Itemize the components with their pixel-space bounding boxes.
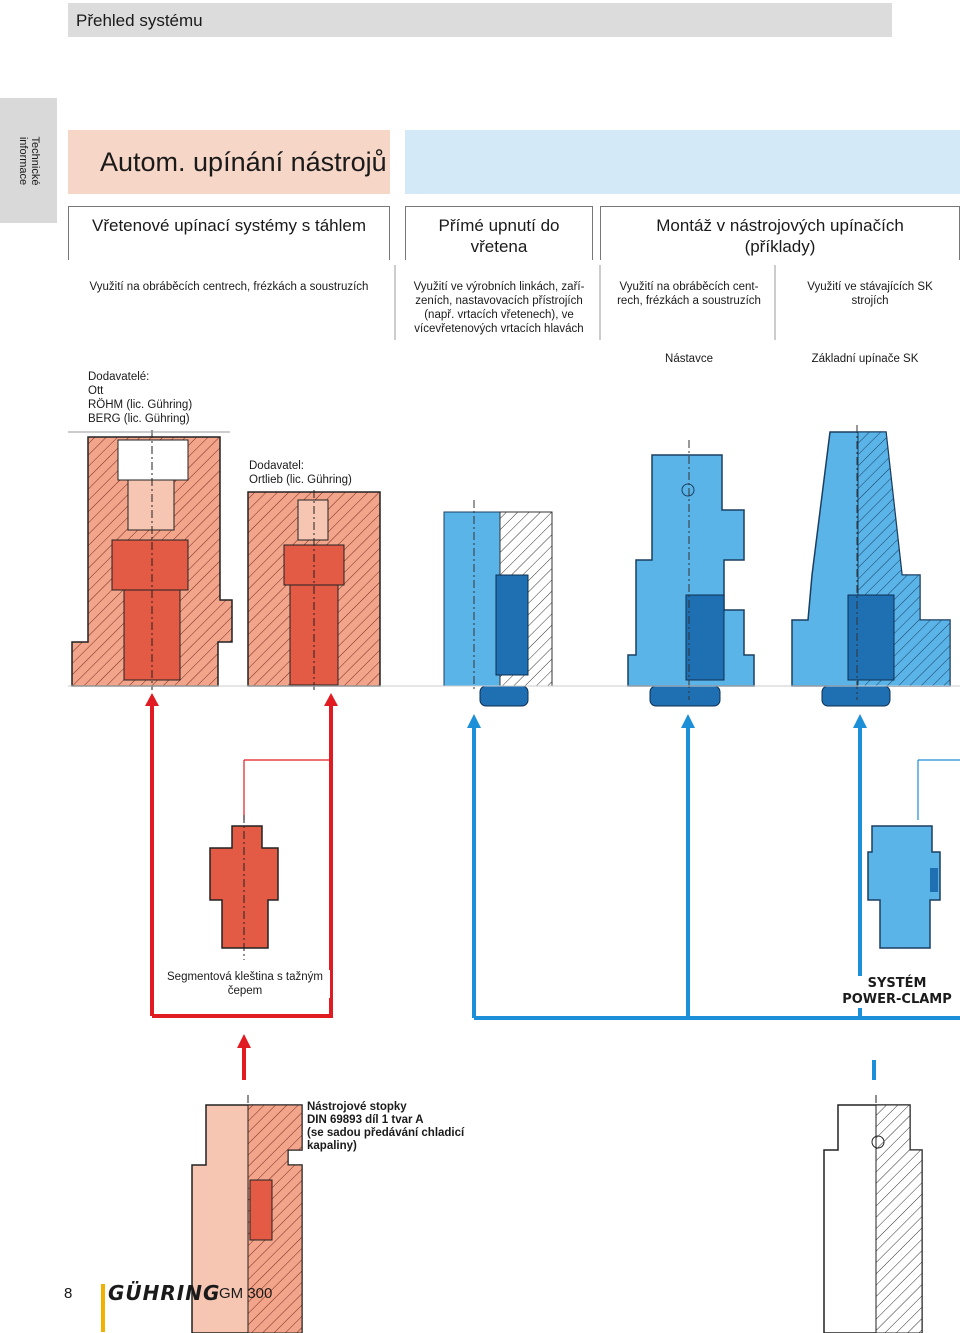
page-header-bar: Přehled systému [68, 3, 892, 37]
caption-spindle-text: Vřetenové upínací systémy s táhlem [91, 216, 367, 235]
use-spindle: Využití na obráběcích centrech, frézkách… [68, 280, 390, 294]
use-direct-line3: (např. vrtacích vřetenech), ve [424, 309, 574, 321]
segment-collet-drawing [209, 815, 279, 960]
footer-accent-bar [101, 1284, 105, 1332]
shank-label-line4: kapaliny) [307, 1140, 357, 1152]
caption-direct-line2: vřetena [470, 237, 528, 256]
use-mount-b-line2: strojích [851, 295, 889, 307]
collet-label-line1: Segmentová kleština s tažným [167, 971, 323, 983]
caption-spindle: Vřetenové upínací systémy s táhlem [68, 206, 390, 260]
red-connector-lines [150, 706, 333, 1080]
collet-label-line2: čepem [227, 985, 263, 997]
use-direct-line4: vícevřetenových vrtacích hlavách [414, 323, 584, 335]
caption-mount-line1: Montáž v nástrojových upínačích [656, 216, 904, 235]
caption-direct-line1: Přímé upnutí do [438, 216, 560, 235]
shank-label-line2: DIN 69893 díl 1 tvar A [307, 1114, 424, 1126]
catalog-code: GM 300 [219, 1285, 273, 1302]
page-number: 8 [64, 1285, 73, 1302]
use-spindle-text: Využití na obráběcích centrech, frézkách… [89, 281, 369, 293]
spindle-drawing-1 [71, 430, 233, 690]
side-tab-line1: Technické [28, 136, 41, 185]
suppliers-line1: Dodavatelé: [88, 371, 150, 383]
section-title: Autom. upínání nástrojů [100, 147, 387, 177]
supplier-line1: Dodavatel: [249, 460, 304, 472]
use-mount-a-line2: rech, frézkách a soustruzích [617, 295, 761, 307]
power-clamp-line1: SYSTÉM [867, 976, 927, 991]
section-title-block: Autom. upínání nástrojů [68, 130, 390, 194]
side-tab-label: Technické informace [17, 136, 41, 185]
red-arrowheads [145, 693, 338, 1048]
caption-direct: Přímé upnutí do vřetena [405, 206, 593, 260]
tool-shank-right-drawing [823, 1095, 923, 1333]
page-header-title: Přehled systému [76, 11, 203, 30]
supplier-block: Dodavatel: Ortlieb (lic. Gühring) [249, 459, 352, 487]
use-direct-line2: zeních, nastavovacích přístrojích [415, 295, 583, 307]
power-clamp-label: SYSTÉM POWER-CLAMP [834, 976, 960, 1008]
blue-arrowheads [467, 714, 867, 728]
power-clamp-line2: POWER-CLAMP [842, 992, 952, 1007]
direct-spindle-drawing [443, 500, 553, 707]
caption-mount-line2: (příklady) [744, 237, 816, 256]
supplier-line2: Ortlieb (lic. Gühring) [249, 474, 352, 486]
section-color-block [405, 130, 960, 194]
column-separators [68, 265, 960, 687]
side-tab-line2: informace [16, 136, 29, 185]
suppliers-block: Dodavatelé: Ott RÖHM (lic. Gühring) BERG… [88, 370, 192, 426]
adapter-drawing [627, 440, 755, 707]
use-mount-b-line1: Využití ve stávajících SK [807, 281, 933, 293]
tool-shank-drawing [191, 1095, 303, 1333]
shank-label-line1: Nástrojové stopky [307, 1101, 407, 1113]
use-mount-a: Využití na obráběcích cent- rech, frézká… [605, 280, 773, 308]
suppliers-line3: RÖHM (lic. Gühring) [88, 399, 193, 411]
label-zakladni: Základní upínače SK [811, 353, 919, 365]
use-mount-a-line1: Využití na obráběcích cent- [619, 281, 759, 293]
power-clamp-drawing [867, 825, 941, 949]
side-tab: Technické informace [0, 98, 57, 223]
collet-label: Segmentová kleština s tažným čepem [160, 970, 330, 998]
shank-label: Nástrojové stopky DIN 69893 díl 1 tvar A… [307, 1101, 464, 1153]
use-mount-b: Využití ve stávajících SK strojích [780, 280, 960, 308]
suppliers-line2: Ott [88, 385, 104, 397]
spindle-drawing-2 [247, 490, 381, 690]
guhring-logo: GÜHRING [108, 1281, 221, 1305]
use-direct: Využití ve výrobních linkách, zaří- zení… [400, 280, 598, 336]
use-direct-line1: Využití ve výrobních linkách, zaří- [413, 281, 585, 293]
sk-holder-drawing [791, 425, 951, 707]
caption-mount: Montáž v nástrojových upínačích (příklad… [600, 206, 960, 260]
label-nastavce: Nástavce [665, 353, 713, 365]
blue-connector-lines [472, 728, 960, 1080]
suppliers-line4: BERG (lic. Gühring) [88, 413, 190, 425]
shank-label-line3: (se sadou předávání chladicí [307, 1127, 465, 1139]
